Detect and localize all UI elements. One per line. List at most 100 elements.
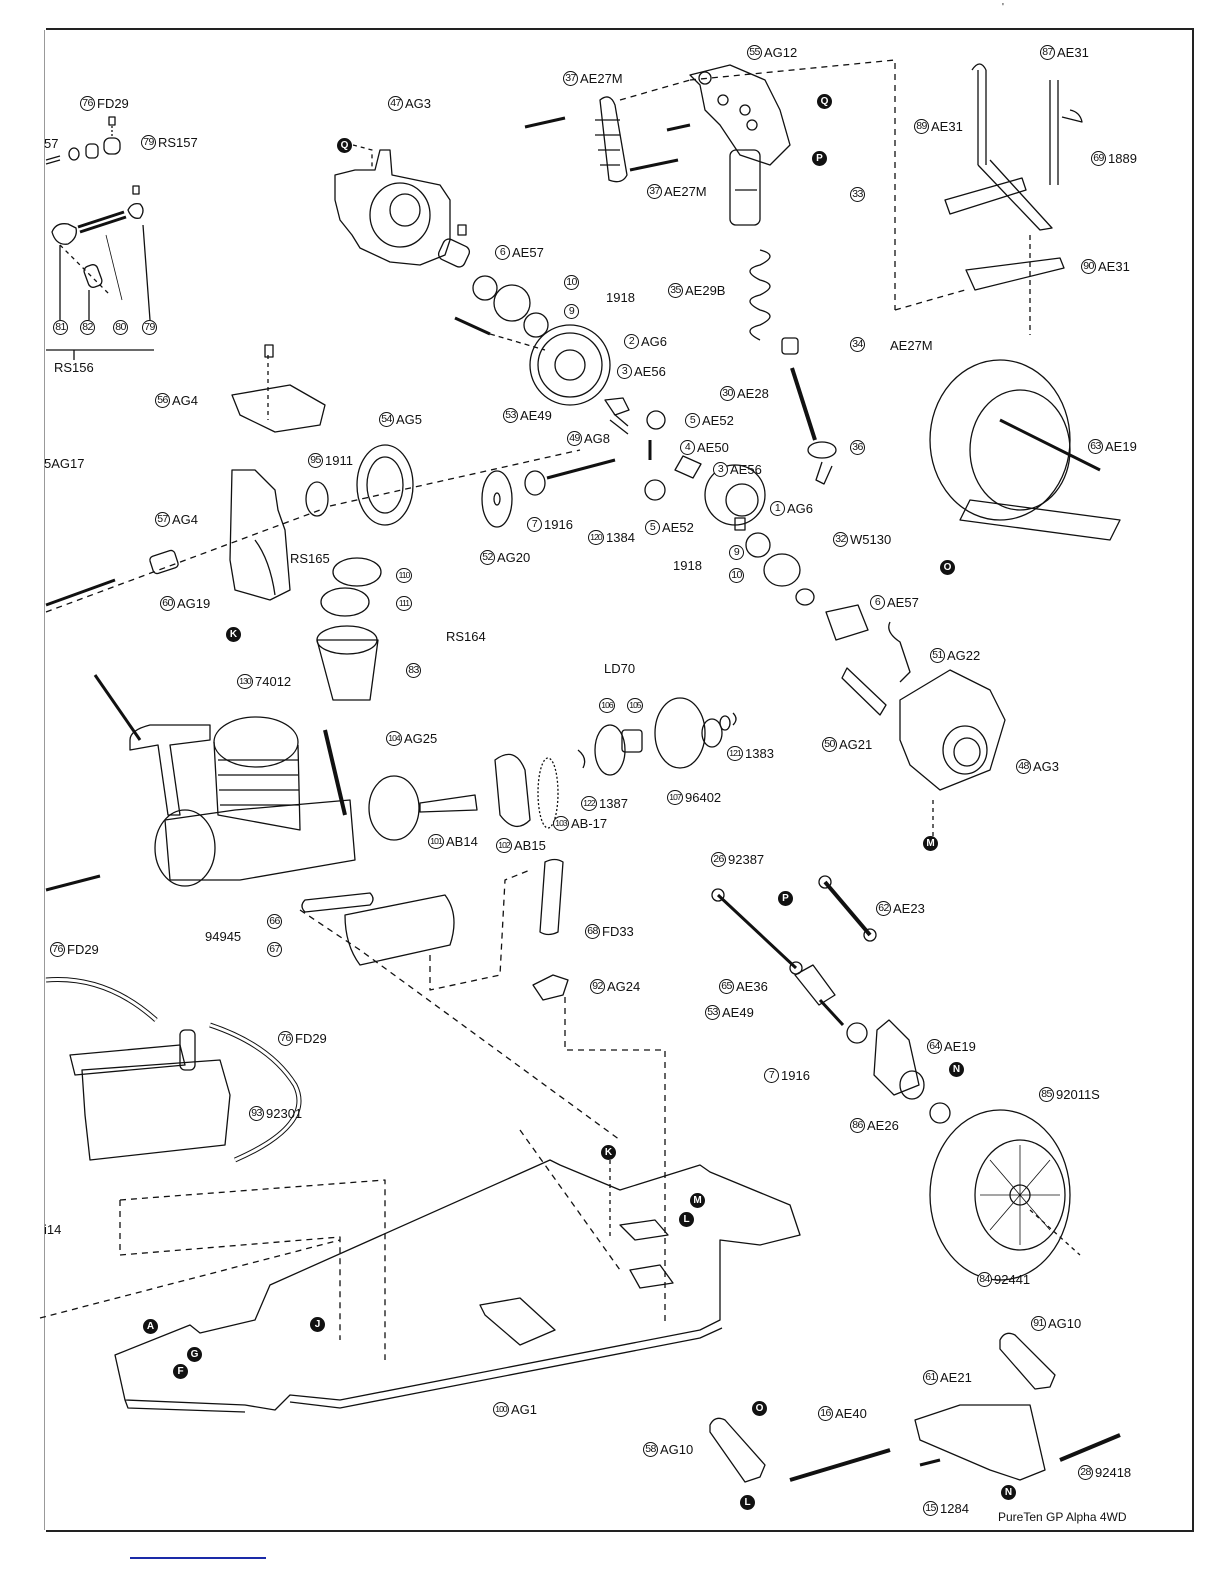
- group-label-1918-lower: 1918: [673, 558, 702, 573]
- part-number: 83: [406, 663, 421, 678]
- part-number: 58: [643, 1442, 658, 1457]
- part-code: AG4: [172, 512, 199, 527]
- part-number: 6: [495, 245, 510, 260]
- part-code: AE21: [940, 1370, 972, 1385]
- part-number: 66: [267, 914, 282, 929]
- part-code: 92441: [994, 1272, 1031, 1287]
- part-code: AG25: [404, 731, 438, 746]
- callout-67: 67: [267, 942, 282, 957]
- part-code: AE31: [1057, 45, 1089, 60]
- part-number: 53: [503, 408, 518, 423]
- callout-10-lower: 10: [729, 568, 744, 583]
- reference-marker-o: O: [940, 560, 955, 575]
- reference-marker-g: G: [187, 1347, 202, 1362]
- part-number: 10: [564, 275, 579, 290]
- frame-border-left: [44, 30, 45, 1530]
- part-number: 5: [645, 520, 660, 535]
- part-code: FD29: [97, 96, 129, 111]
- part-code: AE56: [730, 462, 762, 477]
- part-code: AG5: [396, 412, 423, 427]
- reference-marker-f: F: [173, 1364, 188, 1379]
- part-code: AG4: [172, 393, 199, 408]
- part-number: 111: [396, 596, 412, 611]
- part-code: AG12: [764, 45, 798, 60]
- part-number: 33: [850, 187, 865, 202]
- fuel-tank-drawing: [45, 977, 386, 1360]
- model-name-footer: PureTen GP Alpha 4WD: [998, 1510, 1127, 1524]
- part-number: 69: [1091, 151, 1106, 166]
- callout-111: 111: [396, 596, 412, 611]
- reference-marker-n: N: [949, 1062, 964, 1077]
- part-code: AE19: [1105, 439, 1137, 454]
- part-code: AG1: [511, 1402, 538, 1417]
- truncated-label: 57: [44, 136, 59, 151]
- part-number: 35: [668, 283, 683, 298]
- part-code: 1911: [325, 453, 353, 468]
- part-number: 1: [770, 501, 785, 516]
- part-number: 32: [833, 532, 848, 547]
- group-label-rs164: RS164: [446, 629, 486, 644]
- part-code: FD33: [602, 924, 634, 939]
- part-number: 107: [667, 790, 683, 805]
- part-number: 81: [53, 320, 68, 335]
- part-number: 5: [685, 413, 700, 428]
- rear-wheel-drawing: [929, 359, 1121, 541]
- part-number: 3: [617, 364, 632, 379]
- part-number: 63: [1088, 439, 1103, 454]
- part-number: 26: [711, 852, 726, 867]
- part-number: 76: [80, 96, 95, 111]
- part-number: 16: [818, 1406, 833, 1421]
- part-number: 7: [764, 1068, 779, 1083]
- corner-mark: ': [1002, 2, 1004, 13]
- callout-34: 34: [850, 337, 865, 352]
- part-code: AE31: [1098, 259, 1130, 274]
- part-code: AG10: [1048, 1316, 1082, 1331]
- clutch-drawing: [368, 697, 737, 841]
- part-number: 64: [927, 1039, 942, 1054]
- part-number: 93: [249, 1106, 264, 1121]
- part-number: 4: [680, 440, 695, 455]
- callout-110: 110: [396, 568, 412, 583]
- part-code: AG19: [177, 596, 211, 611]
- part-number: 61: [923, 1370, 938, 1385]
- part-code: AE40: [835, 1406, 867, 1421]
- part-code: AG6: [641, 334, 668, 349]
- part-number: 65: [719, 979, 734, 994]
- part-code: AE27M: [664, 184, 707, 199]
- part-number: 6: [870, 595, 885, 610]
- reference-marker-k: K: [226, 627, 241, 642]
- part-code: AG3: [1033, 759, 1060, 774]
- reference-marker-m: M: [690, 1193, 705, 1208]
- part-code: AE56: [634, 364, 666, 379]
- part-code: 1387: [599, 796, 628, 811]
- part-number: 82: [80, 320, 95, 335]
- reference-marker-k: K: [601, 1145, 616, 1160]
- callout-79: 79: [142, 320, 157, 335]
- part-number: 51: [930, 648, 945, 663]
- part-code: 92387: [728, 852, 765, 867]
- part-number: 53: [705, 1005, 720, 1020]
- truncated-label-ag17: 5AG17: [44, 456, 84, 471]
- part-code: AG3: [405, 96, 432, 111]
- part-code: 74012: [255, 674, 292, 689]
- part-code: AE57: [512, 245, 544, 260]
- part-code: AG8: [584, 431, 611, 446]
